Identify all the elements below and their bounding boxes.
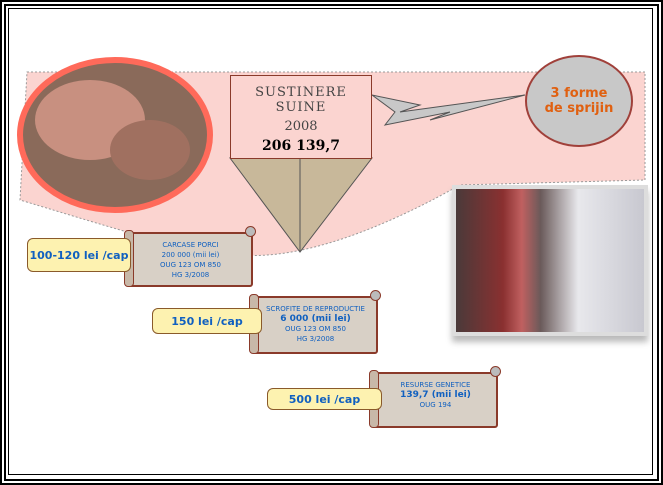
measure-name: RESURSE GENETICE (400, 381, 471, 389)
measure-ref: OUG 123 OM 850 (159, 261, 221, 269)
measure-ref: HG 3/2008 (296, 335, 335, 343)
title-year: 2008 (284, 119, 318, 134)
title-label: SUSTINERE SUINE (255, 85, 347, 115)
title-box: SUSTINERE SUINE 2008 206 139,7 (230, 75, 372, 159)
measure-amount: 139,7 (mii lei) (400, 390, 471, 400)
scroll-carcase-porci: CARCASE PORCI 200 000 (mii lei) OUG 123 … (124, 226, 256, 287)
measure-amount: 6 000 (mii lei) (280, 314, 351, 324)
scroll-resurse-genetice: RESURSE GENETICE 139,7 (mii lei) OUG 194 (369, 366, 501, 428)
rate-callout-scrofite: 150 lei /cap (152, 308, 262, 334)
measure-amount: 200 000 (mii lei) (161, 251, 220, 259)
butcher-photo (452, 185, 648, 336)
inner-border (8, 8, 653, 475)
measure-ref: HG 3/2008 (171, 271, 210, 279)
rate-callout-resurse: 500 lei /cap (267, 388, 382, 410)
support-forms-ellipse: 3 forme de sprijin (525, 55, 633, 147)
middle-border (4, 4, 659, 481)
lightning-arrow (371, 94, 526, 126)
scroll-scrofite: SCROFITE DE REPRODUCTIE 6 000 (mii lei) … (249, 290, 381, 354)
support-forms-line2: de sprijin (544, 101, 614, 116)
measure-ref: OUG 194 (419, 401, 452, 409)
rate-callout-carcase: 100-120 lei /cap (27, 238, 131, 272)
title-amount: 206 139,7 (262, 138, 340, 154)
support-forms-line1: 3 forme (550, 86, 608, 101)
measure-name: CARCASE PORCI (162, 241, 219, 249)
measure-name: SCROFITE DE REPRODUCTIE (266, 305, 365, 313)
measure-ref: OUG 123 OM 850 (284, 325, 346, 333)
